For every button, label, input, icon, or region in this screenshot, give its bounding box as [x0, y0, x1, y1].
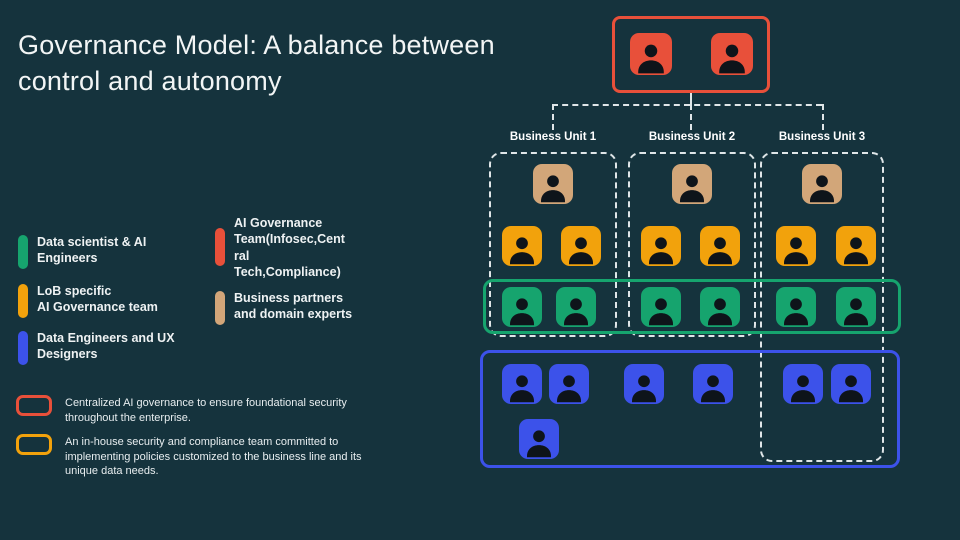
blue-person-icon	[831, 364, 871, 404]
person-silhouette	[701, 375, 725, 403]
legend-item-business-partners: Business partners and domain experts	[215, 290, 352, 325]
note-centralized-governance: Centralized AI governance to ensure foun…	[16, 395, 421, 425]
person-silhouette	[632, 375, 656, 403]
person-silhouette	[810, 175, 834, 203]
legend-label-lob-governance: LoB specific AI Governance team	[37, 284, 158, 315]
data-engineers-box	[480, 350, 900, 468]
orange-legend-swatch	[18, 284, 28, 318]
green-person-icon	[776, 287, 816, 327]
orange-person-icon	[836, 226, 876, 266]
red-outline-swatch	[16, 395, 52, 416]
green-person-icon	[641, 287, 681, 327]
blue-legend-swatch	[18, 331, 28, 365]
legend-label-business-partners: Business partners and domain experts	[234, 291, 353, 322]
blue-person-icon	[549, 364, 589, 404]
person-silhouette	[708, 298, 732, 326]
person-silhouette	[839, 375, 863, 403]
person-silhouette	[844, 298, 868, 326]
person-silhouette	[844, 237, 868, 265]
connector-line	[690, 93, 692, 104]
orange-person-icon	[502, 226, 542, 266]
person-silhouette	[649, 237, 673, 265]
orange-person-icon	[561, 226, 601, 266]
person-silhouette	[784, 298, 808, 326]
person-silhouette	[557, 375, 581, 403]
business-unit-2-label: Business Unit 2	[648, 131, 736, 143]
tan-person-icon	[672, 164, 712, 204]
person-silhouette	[638, 44, 664, 74]
person-silhouette	[541, 175, 565, 203]
person-silhouette	[708, 237, 732, 265]
tan-person-icon	[533, 164, 573, 204]
note-text-inhouse-security: An in-house security and compliance team…	[65, 436, 362, 478]
green-person-icon	[502, 287, 542, 327]
green-legend-swatch	[18, 235, 28, 269]
data-scientists-band	[483, 279, 901, 334]
person-silhouette	[569, 237, 593, 265]
business-unit-1-box	[489, 152, 617, 337]
person-silhouette	[680, 175, 704, 203]
connector-line	[552, 104, 822, 106]
red-person-icon	[711, 33, 753, 75]
red-person-icon	[630, 33, 672, 75]
connector-line	[822, 104, 824, 130]
green-person-icon	[556, 287, 596, 327]
legend-label-data-engineers: Data Engineers and UX Designers	[37, 331, 175, 362]
person-silhouette	[510, 237, 534, 265]
person-silhouette	[649, 298, 673, 326]
legend-item-data-engineers: Data Engineers and UX Designers	[18, 330, 175, 365]
business-unit-2-box	[628, 152, 756, 337]
blue-person-icon	[783, 364, 823, 404]
legend-label-ai-governance-team: AI Governance Team(Infosec,Cent ral Tech…	[234, 216, 345, 279]
business-unit-1-label: Business Unit 1	[509, 131, 597, 143]
note-text-centralized-governance: Centralized AI governance to ensure foun…	[65, 397, 347, 424]
green-person-icon	[836, 287, 876, 327]
blue-person-icon	[519, 419, 559, 459]
blue-person-icon	[693, 364, 733, 404]
legend-item-data-scientists: Data scientist & AI Engineers	[18, 234, 146, 269]
person-silhouette	[510, 298, 534, 326]
orange-outline-swatch	[16, 434, 52, 455]
red-legend-swatch	[215, 228, 225, 266]
person-silhouette	[564, 298, 588, 326]
blue-person-icon	[502, 364, 542, 404]
connector-line	[552, 104, 554, 130]
person-silhouette	[784, 237, 808, 265]
central-governance-box	[612, 16, 770, 93]
page-title: Governance Model: A balance between cont…	[18, 30, 495, 96]
orange-person-icon	[776, 226, 816, 266]
business-unit-3-label: Business Unit 3	[778, 131, 866, 143]
business-unit-3-box	[760, 152, 884, 462]
person-silhouette	[527, 430, 551, 458]
person-silhouette	[791, 375, 815, 403]
green-person-icon	[700, 287, 740, 327]
person-silhouette	[719, 44, 745, 74]
tan-person-icon	[802, 164, 842, 204]
orange-person-icon	[641, 226, 681, 266]
connector-line	[690, 104, 692, 130]
tan-legend-swatch	[215, 291, 225, 325]
orange-person-icon	[700, 226, 740, 266]
person-silhouette	[510, 375, 534, 403]
blue-person-icon	[624, 364, 664, 404]
legend-label-data-scientists: Data scientist & AI Engineers	[37, 235, 147, 266]
legend-item-ai-governance-team: AI Governance Team(Infosec,Cent ral Tech…	[215, 215, 345, 280]
legend-item-lob-governance: LoB specific AI Governance team	[18, 283, 158, 318]
note-inhouse-security: An in-house security and compliance team…	[16, 434, 437, 479]
